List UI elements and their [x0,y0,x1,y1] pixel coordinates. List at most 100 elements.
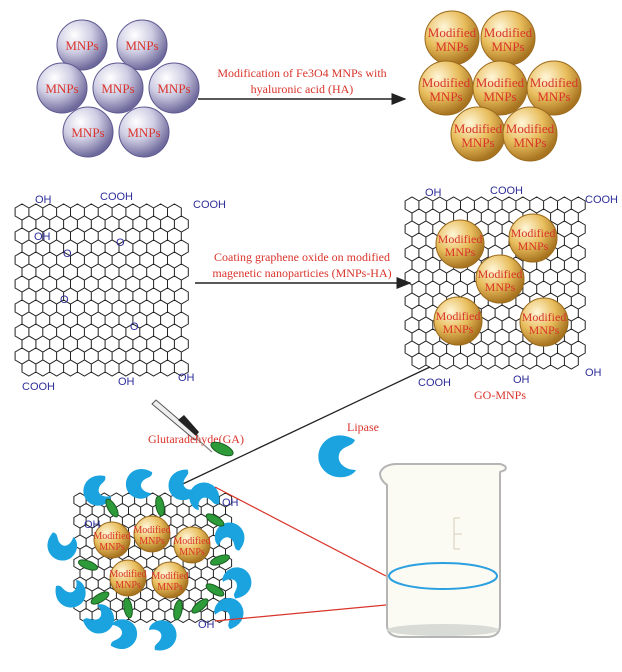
modified-mnp-sphere [133,515,171,553]
mnp-sphere [148,62,200,114]
ga-crosslinker-icon [210,441,234,457]
modified-mnp-sphere [508,213,558,263]
mnp-label: MNPs [101,81,134,96]
mnp-label: MNPs [65,38,98,53]
mnps-label: MNPs [157,582,183,593]
connector-line-top [214,486,387,577]
modified-mnp-sphere [109,559,147,597]
liquid-surface [388,562,498,590]
oh-group: OH [35,194,52,206]
modified-label: Modified [476,75,525,90]
oh-group: OH [84,519,101,531]
modified-label: Modified [422,75,471,90]
oh-group: OH [222,497,239,509]
oh-group: OH [178,372,195,384]
mnp-sphere [62,106,114,158]
lipase-enzyme-icon [214,522,245,551]
modified-mnp-sphere [151,561,189,599]
mnps-label: MNPs [99,542,125,553]
o-group: O [60,294,69,306]
mnp-label: MNPs [71,125,104,140]
ga-crosslinker [123,597,133,619]
modified-label: Modified [151,571,188,582]
modified-label: Modified [436,309,481,323]
mnp-label: MNPs [157,81,190,96]
modified-label: Modified [438,232,483,246]
lipase-enzyme-icon [189,482,220,510]
mnps-label: MNPs [435,39,468,54]
modified-label: Modified [133,525,170,536]
oh-group: OH [425,187,442,199]
oh-group: OH [585,367,602,379]
cooh-group: COOH [418,377,451,389]
lipase-enzyme-icon [214,597,244,630]
mnps-label: MNPs [483,89,516,104]
cooh-group: COOH [585,194,618,206]
mnp-sphere [92,62,144,114]
modified-mnp-sphere [526,60,582,116]
modified-mnp-sphere [475,254,525,304]
modified-mnp-sphere [93,521,131,559]
ga-crosslinker [78,559,98,571]
mnps-label: MNPs [518,239,549,253]
mnps-label: MNPs [461,135,494,150]
arrow-step3 [168,366,431,491]
modified-mnp-sphere [502,106,558,162]
lipase-enzyme-icon [125,469,153,499]
modified-label: Modified [109,569,146,580]
modified-label: Modified [506,121,555,136]
ga-crosslinker [191,598,209,614]
mnp-sphere [36,62,88,114]
go-mnps-label: GO-MNPs [474,388,526,402]
pipette-icon [151,399,213,453]
glutaraldehyde-label: Glutaradehyde(GA) [148,432,244,446]
o-group: O [116,237,125,249]
step2-label-line1: Coating graphene oxide on modified [214,250,390,264]
step1-label-line1: Modification of Fe3O4 MNPs with [217,66,386,80]
mnps-label: MNPs [179,547,205,558]
connector-line-bottom [214,604,387,622]
ga-crosslinker [155,495,165,517]
oh-group: OH [118,376,135,388]
lipase-icon [318,435,356,478]
modified-label: Modified [484,25,533,40]
oh-group: OH [198,619,215,631]
o-group: O [63,248,72,260]
modified-label: Modified [428,25,477,40]
lipase-label: Lipase [347,420,379,434]
modified-mnp-sphere [435,219,485,269]
lipase-enzyme-icon [47,532,78,561]
lipase-enzyme-icon [149,620,177,651]
mnps-label: MNPs [491,39,524,54]
lipase-enzyme-icon [222,567,252,599]
mnps-label: MNPs [537,89,570,104]
modified-label: Modified [93,531,130,542]
mnps-label: MNPs [445,245,476,259]
ga-crosslinker [105,498,119,518]
modified-mnp-sphere [173,526,211,564]
hexagon-lattice [14,203,189,377]
modified-label: Modified [173,536,210,547]
modified-label: Modified [454,121,503,136]
ga-crosslinker [173,599,183,621]
mnps-label: MNPs [139,536,165,547]
mnps-label: MNPs [443,322,474,336]
oh-group: OH [34,231,51,243]
mnps-label: MNPs [529,323,560,337]
mnp-label: MNPs [45,81,78,96]
oh-group: OH [513,374,530,386]
modified-label: Modified [478,267,523,281]
ga-crosslinker [205,513,225,527]
beaker-icon [378,463,507,638]
mnp-sphere [118,106,170,158]
ga-crosslinker [90,591,110,605]
modified-mnp-sphere [433,296,483,346]
step2-label-line2: magenetic nanoparticies (MNPs-HA) [212,266,391,280]
mnps-label: MNPs [429,89,462,104]
modified-label: Modified [511,226,556,240]
lipase-enzyme-icon [82,604,115,634]
cooh-group: COOH [100,191,133,203]
